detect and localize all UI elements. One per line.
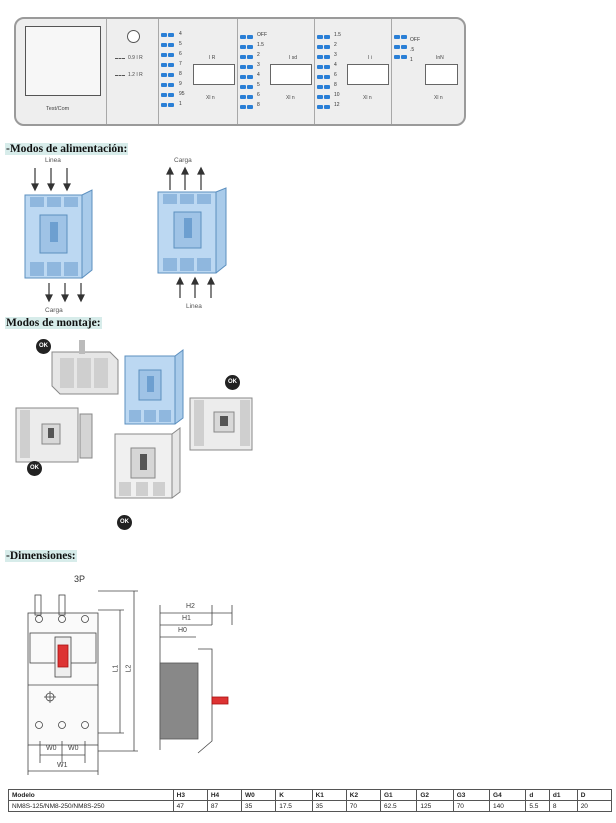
dial-ir[interactable]: [161, 33, 181, 113]
table-cell: 8: [548, 800, 578, 812]
divider: [391, 19, 392, 124]
table-header: G2: [416, 789, 454, 801]
group-inn-unit: Xl n: [434, 95, 443, 101]
ratio-top-label: 0.9 I R: [128, 55, 143, 61]
dim-l1-label: L1: [112, 664, 120, 673]
breaker-icon: [189, 397, 253, 451]
table-cell: 17.5: [275, 800, 313, 812]
dial-isd[interactable]: [240, 35, 260, 115]
dial-inn[interactable]: [394, 35, 414, 65]
group-ii-unit: Xl n: [363, 95, 372, 101]
group-isd-name: I sd: [289, 55, 298, 61]
section-title-power: -Modos de alimentación:: [5, 143, 129, 155]
breaker-icon: [124, 349, 184, 425]
table-cell: 125: [416, 800, 454, 812]
display-window: [25, 26, 101, 96]
ok-badge-icon: OK: [36, 339, 51, 354]
dim-h2-label: H2: [186, 603, 195, 610]
dial-ii[interactable]: [317, 35, 337, 115]
trip-unit-panel: Test/Com 0.9 I R 1.2 I R 4 5 6 7 8 9 95 …: [14, 17, 466, 126]
table-cell: 62.5: [379, 800, 418, 812]
test-button[interactable]: [127, 30, 140, 43]
dim-w0-label: W0: [46, 745, 57, 752]
dim-h0-label: H0: [178, 627, 187, 634]
ii-setting-box[interactable]: [347, 64, 389, 85]
dimensions-drawing: [27, 590, 233, 775]
ok-badge-icon: OK: [225, 375, 240, 390]
table-cell: 140: [489, 800, 527, 812]
breaker-icon: [114, 427, 181, 499]
table-header: D: [576, 789, 613, 801]
dim-h1-label: H1: [182, 615, 191, 622]
ok-badge-icon: OK: [27, 461, 42, 476]
divider: [158, 19, 159, 124]
table-header: G4: [489, 789, 527, 801]
breaker-icon: [24, 189, 93, 279]
dim-w0-label: W0: [68, 745, 79, 752]
dash-line: [115, 58, 125, 59]
table-header: W0: [241, 789, 277, 801]
group-ir-unit: Xl n: [206, 95, 215, 101]
dim-l2-label: L2: [125, 664, 133, 673]
table-cell: 70: [345, 800, 382, 812]
carga-top-label: Carga: [174, 157, 192, 164]
test-com-label: Test/Com: [46, 106, 70, 112]
isd-setting-box[interactable]: [270, 64, 312, 85]
ratio-bottom-label: 1.2 I R: [128, 72, 143, 78]
dash-line: [115, 75, 125, 76]
linea-bottom-label: Linea: [186, 303, 202, 310]
carga-bottom-label: Carga: [45, 307, 63, 314]
table-cell: 70: [452, 800, 491, 812]
table-cell: NM8S-125/NM8-250/NM8S-250: [8, 800, 174, 812]
breaker-icon: [51, 340, 119, 395]
group-inn-name: InN: [436, 55, 444, 61]
inn-setting-box[interactable]: [425, 64, 458, 85]
table-header: Modelo: [8, 789, 174, 801]
section-title-mounting: Modos de montaje:: [5, 317, 102, 329]
table-cell: 35: [311, 800, 347, 812]
ir-setting-box[interactable]: [193, 64, 235, 85]
mounting-modes-illustration: [15, 340, 253, 499]
section-title-dimensions: -Dimensiones:: [5, 550, 77, 562]
table-header: G1: [379, 789, 418, 801]
table-cell: 47: [172, 800, 208, 812]
ok-badge-icon: OK: [117, 515, 132, 530]
table-cell: 87: [206, 800, 243, 812]
divider: [106, 19, 107, 124]
table-header-row: Modelo H3 H4 W0 K K1 K2 G1 G2 G3 G4 d d1…: [8, 789, 613, 801]
group-isd-unit: Xl n: [286, 95, 295, 101]
dim-w1-label: W1: [57, 762, 68, 769]
group-ii-name: I i: [368, 55, 372, 61]
drawing-title: 3P: [74, 574, 86, 584]
table-header: H4: [206, 789, 243, 801]
divider: [237, 19, 238, 124]
linea-top-label: Linea: [45, 157, 61, 164]
table-header: H3: [172, 789, 208, 801]
spec-table: Modelo H3 H4 W0 K K1 K2 G1 G2 G3 G4 d d1…: [8, 789, 613, 812]
table-header: G3: [452, 789, 491, 801]
table-cell: 35: [241, 800, 277, 812]
group-ir-name: I R: [209, 55, 216, 61]
table-cell: 5.5: [525, 800, 550, 812]
table-cell: 20: [576, 800, 613, 812]
breaker-icon: [15, 407, 93, 463]
table-header: K1: [311, 789, 347, 801]
table-row: NM8S-125/NM8-250/NM8S-250 47 87 35 17.5 …: [8, 800, 613, 812]
power-modes-illustration: [24, 166, 227, 303]
divider: [314, 19, 315, 124]
table-header: d: [525, 789, 550, 801]
table-header: d1: [548, 789, 578, 801]
table-header: K: [275, 789, 313, 801]
table-header: K2: [345, 789, 382, 801]
breaker-icon: [157, 187, 227, 274]
